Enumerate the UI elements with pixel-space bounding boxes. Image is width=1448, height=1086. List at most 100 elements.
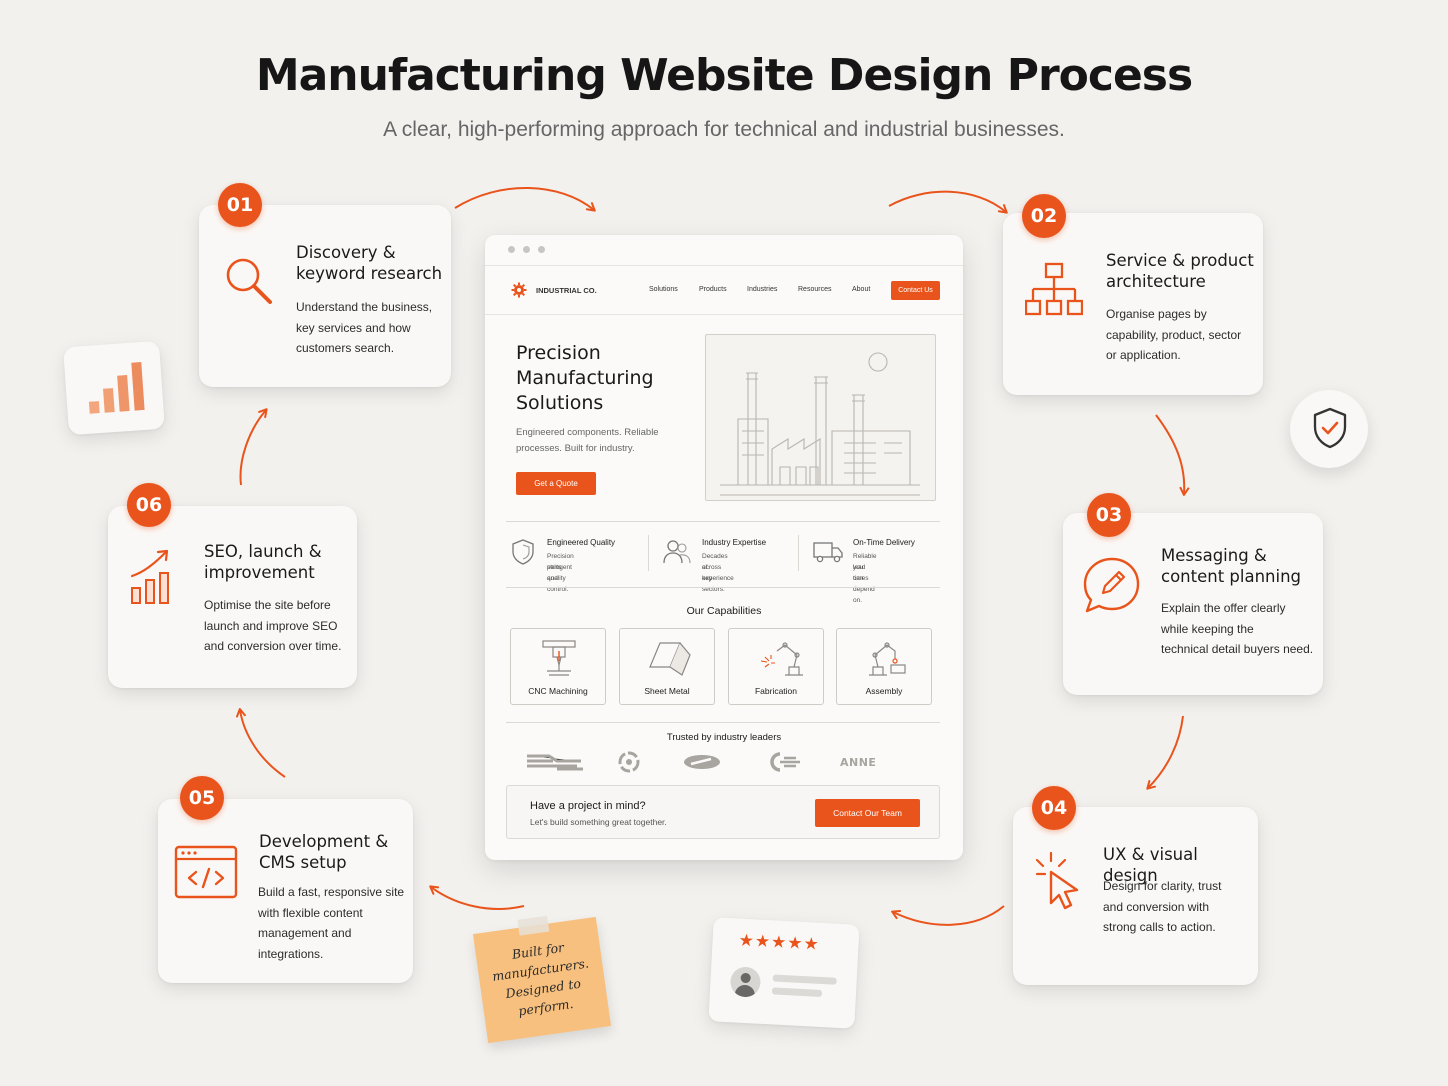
nav-solutions[interactable]: Solutions bbox=[649, 286, 678, 293]
feature-expertise-line2: across key sectors. bbox=[702, 564, 725, 593]
step-desc-03-line1: Explain the offer clearly bbox=[1161, 601, 1286, 615]
step-title-06-line2: improvement bbox=[204, 563, 315, 582]
step-desc-01-line3: customers search. bbox=[296, 341, 395, 355]
capability-assembly-label: Assembly bbox=[865, 686, 903, 696]
sheet-metal-icon bbox=[649, 642, 691, 676]
client-logo-5: ANNE bbox=[840, 756, 877, 769]
step-desc-06-line3: and conversion over time. bbox=[204, 639, 342, 653]
shield-check-icon bbox=[1313, 407, 1347, 449]
shield-badge bbox=[1290, 390, 1368, 468]
step-desc-02-line3: or application. bbox=[1106, 348, 1181, 362]
sticky-line-4: perform. bbox=[517, 995, 575, 1019]
welding-robot-icon bbox=[760, 642, 803, 676]
step-badge-04: 04 bbox=[1032, 786, 1076, 830]
step-card-04: UX & visual design Design for clarity, t… bbox=[1013, 807, 1258, 985]
sticky-line-1: Built for bbox=[510, 939, 565, 962]
step-badge-03: 03 bbox=[1087, 493, 1131, 537]
step-desc-05-line2: with flexible content bbox=[258, 905, 363, 920]
feature-quality-line1: Precision parts and bbox=[547, 553, 574, 582]
step-title-05-line1: Development & bbox=[259, 832, 389, 851]
feature-expertise-title: Industry Expertise bbox=[702, 538, 767, 547]
feature-delivery-line1: Reliable lead times bbox=[853, 553, 877, 582]
window-dot-2 bbox=[523, 246, 530, 253]
step-card-02: Service & product architecture Organise p… bbox=[1003, 213, 1263, 395]
factory-icon bbox=[720, 352, 920, 496]
step-title-02-line1: Service & product bbox=[1106, 251, 1254, 270]
window-dot-3 bbox=[538, 246, 545, 253]
step-card-03: Messaging & content planning Explain the … bbox=[1063, 513, 1323, 695]
brand-name[interactable]: INDUSTRIAL CO. bbox=[536, 286, 597, 295]
factory-illustration bbox=[705, 334, 936, 501]
step-title-06-line1: SEO, launch & bbox=[204, 542, 322, 561]
capability-cnc[interactable]: CNC Machining bbox=[510, 628, 606, 705]
nav-contact-button[interactable]: Contact Us bbox=[891, 281, 940, 300]
step-title-03-line1: Messaging & bbox=[1161, 546, 1267, 565]
hero-sub-line2: processes. Built for industry. bbox=[516, 443, 635, 454]
step-desc-05-line3: management and bbox=[258, 926, 352, 940]
growth-chart-icon bbox=[130, 549, 169, 604]
step-desc-05-line4: integrations. bbox=[258, 946, 324, 961]
step-title-02-line2: architecture bbox=[1106, 272, 1206, 291]
step-desc-04-line2: and conversion with bbox=[1103, 899, 1210, 914]
step-title-01-line2: keyword research bbox=[296, 264, 443, 283]
cnc-icon bbox=[542, 640, 576, 676]
capability-sheet-metal[interactable]: Sheet Metal bbox=[619, 628, 715, 705]
nav-about[interactable]: About bbox=[852, 286, 871, 293]
feature-quality-line2: stringent quality control. bbox=[547, 564, 572, 593]
feature-quality-title: Engineered Quality bbox=[547, 538, 616, 547]
bar-chart-tile bbox=[63, 340, 165, 436]
nav-resources[interactable]: Resources bbox=[798, 286, 832, 293]
page-title: Manufacturing Website Design Process bbox=[255, 50, 1193, 101]
step-desc-02-line2: capability, product, sector bbox=[1106, 327, 1242, 342]
step-desc-02-line1: Organise pages by bbox=[1106, 307, 1207, 321]
cta-banner: Have a project in mind? Let's build some… bbox=[506, 785, 940, 839]
get-quote-button[interactable]: Get a Quote bbox=[516, 472, 596, 495]
step-card-06: SEO, launch & improvement Optimise the si… bbox=[108, 506, 357, 688]
gear-logo-icon bbox=[511, 282, 527, 298]
review-stars: ★★★★★ bbox=[738, 930, 821, 955]
capability-fabrication-label: Fabrication bbox=[754, 686, 798, 696]
hero-subtitle: Engineered components. Reliable processes… bbox=[516, 425, 686, 457]
tape bbox=[517, 915, 550, 936]
step-badge-05: 05 bbox=[180, 776, 224, 820]
hero-title-line1: Precision bbox=[516, 342, 601, 364]
step-desc-03-line2: while keeping the bbox=[1161, 621, 1254, 636]
code-window-icon bbox=[174, 845, 238, 899]
cta-subtitle: Let's build something great together. bbox=[530, 817, 667, 827]
capability-assembly[interactable]: Assembly bbox=[836, 628, 932, 705]
window-dot-1 bbox=[508, 246, 515, 253]
client-logo-3 bbox=[684, 755, 720, 769]
truck-icon bbox=[813, 542, 843, 563]
hero-sub-line1: Engineered components. Reliable bbox=[516, 427, 659, 438]
avatar bbox=[729, 966, 762, 998]
step-card-01: Discovery &keyword research Understand t… bbox=[199, 205, 451, 387]
search-icon bbox=[226, 258, 272, 304]
capability-sheet-metal-label: Sheet Metal bbox=[644, 686, 690, 696]
step-desc-06-line1: Optimise the site before bbox=[204, 598, 331, 612]
capability-fabrication[interactable]: Fabrication bbox=[728, 628, 824, 705]
contact-team-button[interactable]: Contact Our Team bbox=[815, 799, 920, 827]
step-badge-02: 02 bbox=[1022, 194, 1066, 238]
feature-delivery-title: On-Time Delivery bbox=[853, 538, 915, 547]
step-desc-06-line2: launch and improve SEO bbox=[204, 618, 338, 633]
step-title-03-line2: content planning bbox=[1161, 567, 1302, 586]
step-desc-01-line2: key services and how bbox=[296, 320, 411, 335]
chat-pencil-icon bbox=[1083, 557, 1140, 613]
step-desc-03-line3: technical detail buyers need. bbox=[1161, 642, 1314, 656]
capability-cnc-label: CNC Machining bbox=[528, 686, 588, 696]
feature-expertise-line1: Decades of experience bbox=[702, 553, 734, 582]
assembly-robot-icon bbox=[869, 642, 906, 676]
trusted-heading: Trusted by industry leaders bbox=[666, 732, 782, 743]
nav-products[interactable]: Products bbox=[699, 286, 727, 293]
bar-chart-icon bbox=[88, 362, 145, 414]
cursor-click-icon bbox=[1035, 852, 1079, 910]
step-desc-01-line1: Understand the business, bbox=[296, 300, 433, 314]
website-mockup: INDUSTRIAL CO. Solutions Products Indust… bbox=[485, 235, 963, 860]
review-card: ★★★★★ bbox=[708, 917, 860, 1029]
step-title-04-line1: UX & visual design bbox=[1103, 845, 1198, 885]
client-logo-4 bbox=[770, 752, 800, 772]
nav-industries[interactable]: Industries bbox=[747, 286, 778, 293]
